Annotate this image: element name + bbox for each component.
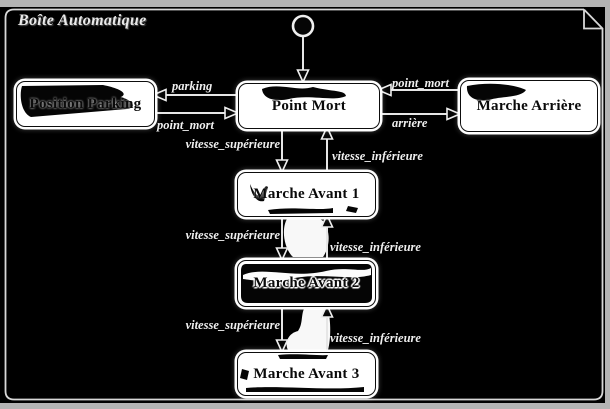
scribble-marche-avant-1 (250, 184, 358, 214)
arrowhead-pointmort-left (375, 83, 392, 97)
screen-edge-top (0, 0, 610, 7)
transition-label-vs3: vitesse_supérieure (185, 318, 280, 332)
transition-label-vs1: vitesse_supérieure (185, 137, 280, 151)
state-label: Marche Avant 3 (253, 365, 360, 382)
transition-label-pointmort-left: point_mort (157, 118, 214, 132)
arrowhead-arriere-right (446, 107, 463, 121)
scribble-marche-arriere (466, 83, 526, 101)
screen-edge-bottom (0, 403, 610, 409)
transition-label-vi2: vitesse_inférieure (330, 240, 421, 254)
scribble-position-parking (20, 85, 134, 117)
scribble-point-mort (262, 86, 346, 101)
arrowhead-vs2-down (275, 247, 289, 262)
arrowhead-initial-down (296, 69, 310, 84)
transition-label-vi3: vitesse_inférieure (330, 331, 421, 345)
state-label: Point Mort (271, 97, 347, 114)
scribble-blob-between-ma1-ma2 (283, 215, 329, 257)
arrowhead-vi3-up (320, 303, 334, 318)
arrowhead-vs3-down (275, 339, 289, 354)
state-position-parking: Position Parking (16, 81, 155, 127)
arrowhead-vi2-up (320, 213, 334, 228)
state-label: Marche Avant 1 (253, 186, 360, 202)
state-point-mort: Point Mort (238, 83, 380, 129)
scribble-blob-between-ma2-ma3 (286, 308, 331, 350)
diagram-title: Boîte Automatique (18, 12, 147, 29)
transition-label-parking: parking (172, 79, 213, 93)
state-marche-arriere: Marche Arrière (460, 80, 598, 132)
transition-label-vi1: vitesse_inférieure (332, 149, 423, 163)
folded-corner-icon (583, 9, 603, 30)
arrowhead-pointmort-right (224, 106, 241, 120)
screen-edge-right (605, 0, 610, 409)
arrowhead-vs1-down (275, 159, 289, 174)
arrowhead-parking-left (150, 88, 167, 102)
state-marche-avant-2: Marche Avant 2 (237, 260, 376, 307)
state-marche-avant-1: Marche Avant 1 (237, 172, 376, 217)
scribble-marche-avant-3 (240, 354, 364, 392)
transition-label-vs2: vitesse_supérieure (185, 228, 280, 242)
diagram-frame-border (4, 8, 604, 401)
state-label: Marche Arrière (476, 97, 582, 114)
state-label: Position Parking (29, 95, 142, 112)
state-marche-avant-3: Marche Avant 3 (237, 352, 376, 396)
initial-state-dot (291, 14, 315, 38)
arrowhead-vi1-up (320, 125, 334, 140)
state-label: Marche Avant 2 (253, 275, 360, 291)
transition-label-arriere: arrière (392, 116, 428, 130)
scribble-marche-avant-2 (241, 264, 372, 303)
transition-label-pointmort-right: point_mort (392, 76, 449, 90)
